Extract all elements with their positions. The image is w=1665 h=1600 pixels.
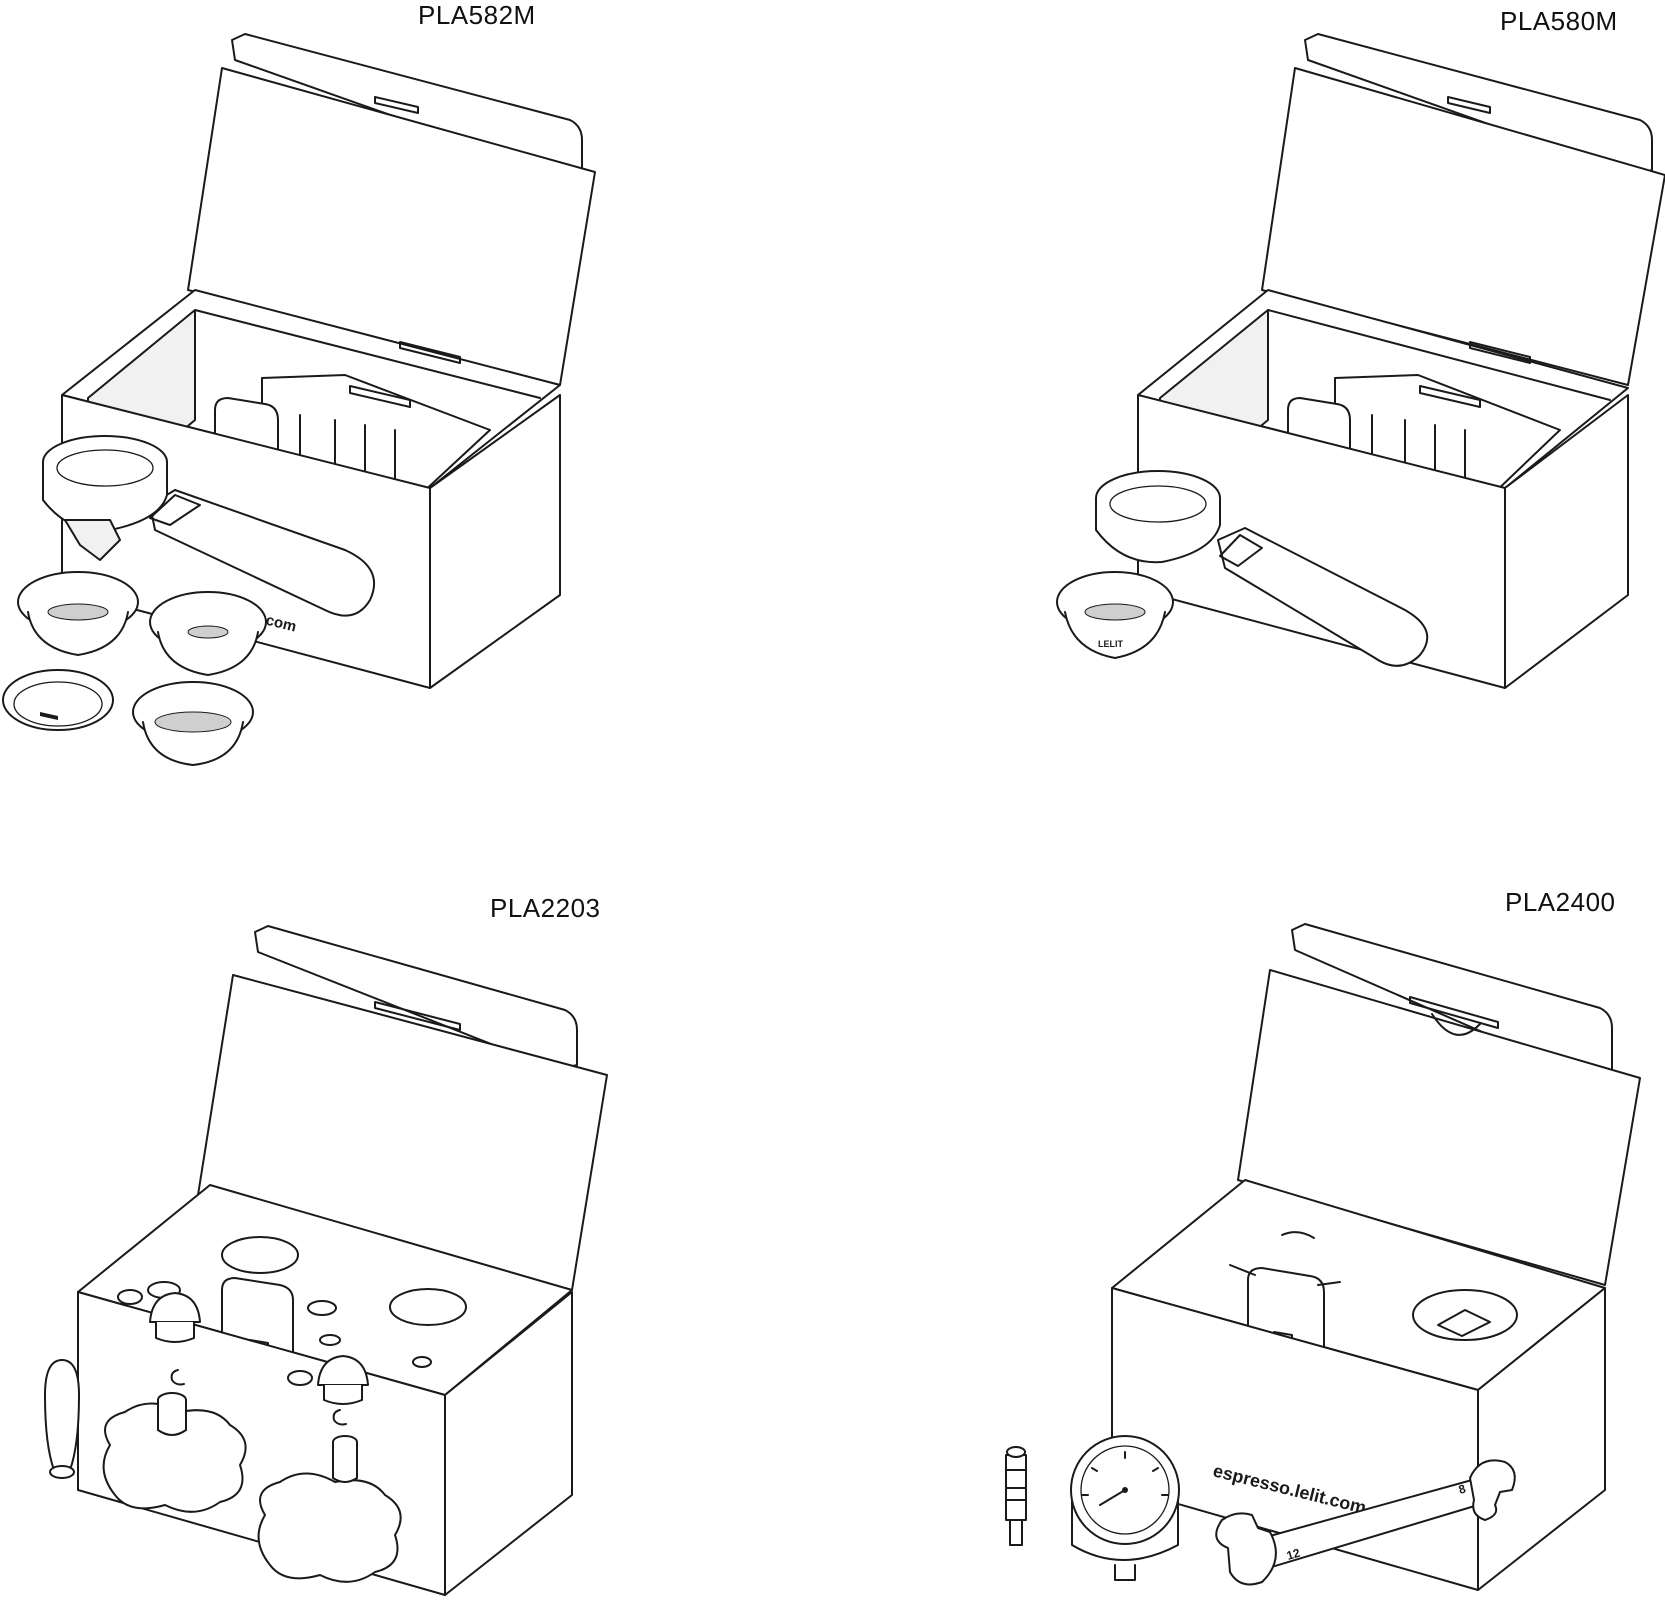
kit-4-lid-front <box>1237 969 1641 1286</box>
kit-4-valve-fitting <box>1005 1446 1027 1546</box>
kit-3-tamper <box>44 1359 80 1479</box>
kit-1-box-side <box>429 394 561 689</box>
kit-4-wrench: 12 8 <box>1215 1459 1516 1586</box>
kit-2-box-side <box>1504 394 1629 689</box>
kit-2-basket-print: LELIT <box>1098 639 1123 649</box>
kit-1-illustration: lit.com <box>2 33 596 766</box>
kit-2-filter-basket: LELIT <box>1056 571 1174 659</box>
kit-1-model-label: PLA582M <box>418 0 536 30</box>
kit-2-model-label: PLA580M <box>1500 6 1618 36</box>
kit-4-illustration: espresso.lelit.com <box>1005 923 1641 1591</box>
kit-3-steam-knobs <box>102 1392 402 1583</box>
kit-2-illustration: LELIT <box>1056 33 1665 689</box>
kit-1-filter-baskets <box>2 571 267 766</box>
kit-3-valve-caps <box>117 1289 369 1426</box>
kit-3-box-side <box>444 1291 573 1596</box>
kit-3-model-label: PLA2203 <box>490 893 601 923</box>
kit-2-portafilter <box>1095 470 1429 667</box>
kit-1-portafilter <box>42 435 375 617</box>
kit-4-box-side <box>1477 1287 1606 1591</box>
kit-4-model-label: PLA2400 <box>1505 887 1616 917</box>
kit-2-lid-front <box>1261 67 1665 386</box>
kit-4-wrench-size-a: 12 <box>1285 1546 1302 1563</box>
kit-4-wrench-size-b: 8 <box>1457 1481 1468 1496</box>
kit-3-illustration <box>44 925 608 1596</box>
kit-4-pressure-gauge <box>1070 1435 1180 1581</box>
